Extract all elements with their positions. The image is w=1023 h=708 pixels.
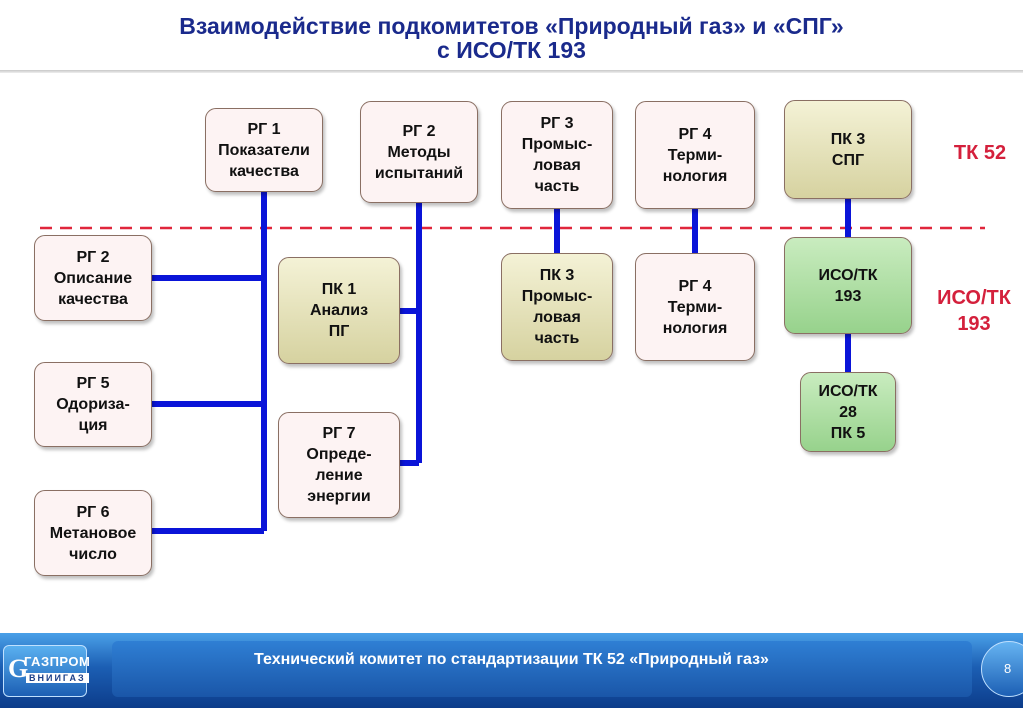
page-title: Взаимодействие подкомитетов «Природный г… — [0, 14, 1023, 62]
footer-text: Технический комитет по стандартизации ТК… — [254, 651, 769, 668]
node-rg2-quality-description: РГ 2 Описание качества — [34, 235, 152, 321]
node-iso-tk193: ИСО/ТК 193 — [784, 237, 912, 334]
node-rg4-terminology-top: РГ 4 Терми- нология — [635, 101, 755, 209]
label-iso-tk193: ИСО/ТК 193 — [937, 287, 1011, 335]
node-rg1-quality-indicators: РГ 1 Показатели качества — [205, 108, 323, 192]
node-pk3-field-part: ПК 3 Промыс- ловая часть — [501, 253, 613, 361]
node-rg2-test-methods: РГ 2 Методы испытаний — [360, 101, 478, 203]
footer-bar: G ГАЗПРОМ ВНИИГАЗ Технический комитет по… — [0, 633, 1023, 708]
footer-panel — [112, 641, 972, 697]
node-rg6-methane-number: РГ 6 Метановое число — [34, 490, 152, 576]
node-rg7-energy-determination: РГ 7 Опреде- ление энергии — [278, 412, 400, 518]
node-rg4-terminology-bottom: РГ 4 Терми- нология — [635, 253, 755, 361]
logo-text: ГАЗПРОМ — [24, 654, 91, 669]
label-tk52: ТК 52 — [953, 142, 1007, 164]
node-rg3-field-part: РГ 3 Промыс- ловая часть — [501, 101, 613, 209]
logo-subtext: ВНИИГАЗ — [26, 673, 89, 683]
node-iso-tk28-pk5: ИСО/ТК 28 ПК 5 — [800, 372, 896, 452]
gazprom-flame-icon: G — [8, 654, 29, 683]
title-line-2: с ИСО/ТК 193 — [437, 37, 586, 63]
title-divider — [0, 70, 1023, 73]
node-pk1-gas-analysis: ПК 1 Анализ ПГ — [278, 257, 400, 364]
node-rg5-odorization: РГ 5 Одориза- ция — [34, 362, 152, 447]
page-number: 8 — [981, 641, 1023, 697]
title-line-1: Взаимодействие подкомитетов «Природный г… — [179, 13, 844, 39]
node-pk3-lng: ПК 3 СПГ — [784, 100, 912, 199]
gazprom-logo: G ГАЗПРОМ ВНИИГАЗ — [3, 645, 91, 697]
